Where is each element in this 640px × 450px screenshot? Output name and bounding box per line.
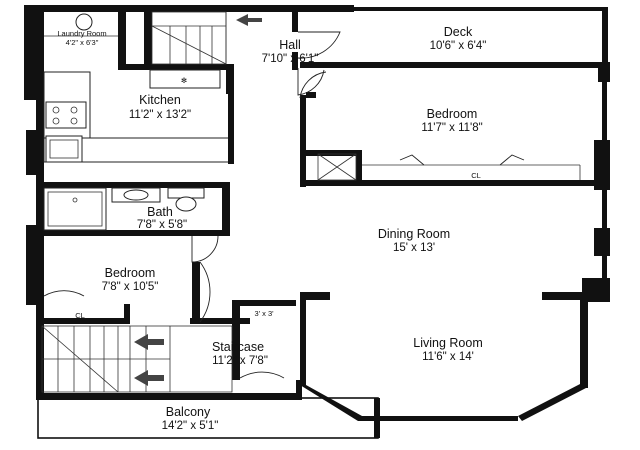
- hall-name: Hall: [279, 38, 301, 52]
- balcony-dim: 14'2" x 5'1": [162, 420, 219, 432]
- kitchen-fixtures: ✻: [45, 69, 221, 163]
- bedroom-2-name: Bedroom: [105, 266, 156, 280]
- kitchen-dim: 11'2" x 13'2": [129, 109, 191, 121]
- bedroom-1-dim: 11'7" x 11'8": [421, 122, 482, 134]
- deck-name: Deck: [444, 25, 473, 39]
- hall-stairs: [151, 11, 262, 65]
- bath-dim: 7'8" x 5'8": [137, 219, 187, 231]
- staircase-stairs: [41, 325, 233, 393]
- arrow-left-icon: [134, 370, 164, 386]
- living-room-name: Living Room: [413, 336, 482, 350]
- closet-label: CL: [471, 171, 481, 180]
- fan-icon: ✻: [181, 76, 188, 85]
- staircase-name: Staircase: [212, 340, 264, 354]
- staircase-dim: 11'2" x 7'8": [212, 355, 268, 367]
- landing-dim: 3' x 3': [254, 309, 274, 318]
- dining-room-name: Dining Room: [378, 227, 450, 241]
- laundry-fixtures: [44, 13, 118, 37]
- living-room-dim: 11'6" x 14': [422, 351, 474, 363]
- kitchen-name: Kitchen: [139, 93, 181, 107]
- closet-label: CL: [75, 311, 85, 320]
- dining-room-dim: 15' x 13': [393, 242, 435, 254]
- balcony-name: Balcony: [166, 405, 211, 419]
- bath-fixtures: [43, 187, 205, 231]
- doors: [43, 31, 525, 379]
- bedroom-closet: [317, 153, 581, 181]
- bath-name: Bath: [147, 205, 173, 219]
- hall-dim: 7'10" x 6'1": [262, 53, 319, 65]
- laundry-room-name: Laundry Room: [57, 29, 106, 38]
- exterior-walls: [24, 5, 610, 439]
- room-labels: Laundry Room 4'2" x 6'3" Hall 7'10" x 6'…: [57, 25, 486, 432]
- arrow-left-icon: [134, 334, 164, 350]
- arrow-left-icon: [236, 14, 262, 26]
- laundry-room-dim: 4'2" x 6'3": [66, 38, 99, 47]
- deck-dim: 10'6" x 6'4": [430, 40, 487, 52]
- bedroom-1-name: Bedroom: [427, 107, 478, 121]
- bedroom-2-dim: 7'8" x 10'5": [102, 281, 159, 293]
